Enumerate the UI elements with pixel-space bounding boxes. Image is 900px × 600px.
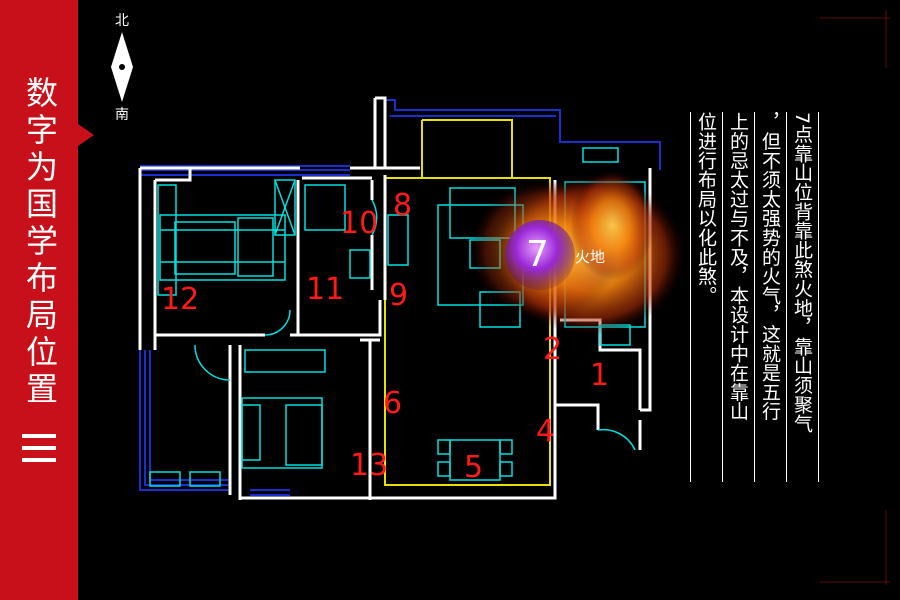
description-column: ，但不须太强势的火气，这就是五行: [759, 112, 781, 421]
divider: [818, 112, 819, 482]
living-area-outline: [384, 119, 551, 486]
room-number: 12: [161, 282, 200, 317]
room-number: 1: [590, 358, 610, 393]
description-column: 上的忌太过与不及，本设计中在靠山: [727, 112, 749, 421]
description-column: 位进行布局以化此煞。: [695, 112, 717, 305]
divider: [754, 112, 755, 482]
room-number: 4: [536, 414, 556, 449]
description-panel: 位进行布局以化此煞。 上的忌太过与不及，本设计中在靠山 ，但不须太强势的火气，这…: [690, 112, 822, 484]
divider: [722, 112, 723, 482]
highlight-number: 7: [526, 234, 549, 275]
description-column: 7点靠山位背靠此煞火地，靠山须聚气: [791, 112, 813, 434]
divider: [690, 112, 691, 482]
three-lines-icon: [22, 434, 56, 462]
divider: [786, 112, 787, 482]
room-number: 6: [383, 386, 403, 421]
highlight-label: 火地: [575, 248, 606, 266]
room-number: 10: [340, 206, 379, 241]
corner-decoration: [820, 10, 890, 68]
room-number: 13: [350, 448, 389, 483]
window-lines: [139, 99, 661, 496]
compass-needle-icon: [111, 32, 133, 102]
room-number: 5: [464, 450, 484, 485]
compass-south-label: 南: [115, 107, 129, 123]
compass-north-label: 北: [115, 13, 129, 29]
room-number: 8: [393, 188, 413, 223]
sidebar-title: 数字为国学布局位置: [21, 76, 59, 409]
compass: 北 南: [104, 10, 140, 125]
room-number: 11: [306, 272, 345, 307]
sidebar-pointer: [78, 124, 94, 146]
corner-decoration: [820, 510, 890, 585]
room-number: 9: [389, 278, 409, 313]
room-number: 2: [543, 332, 563, 367]
fire-zone: [470, 170, 685, 335]
sidebar: [0, 0, 78, 600]
